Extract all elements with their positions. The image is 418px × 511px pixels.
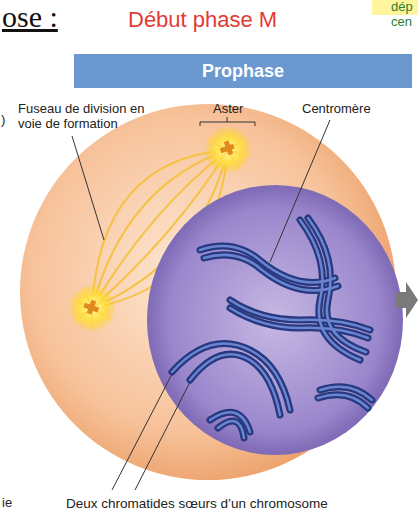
header-band: Prophase bbox=[74, 54, 412, 88]
chromosomes bbox=[172, 218, 372, 438]
part-label: Centromère bbox=[302, 101, 371, 116]
next-arrow bbox=[396, 282, 418, 318]
cut-note: dép bbox=[391, 0, 413, 14]
aster bbox=[204, 126, 252, 174]
cut-text: ie bbox=[2, 495, 12, 510]
nucleus bbox=[147, 185, 403, 455]
section-title: ose : bbox=[2, 0, 58, 34]
highlight bbox=[372, 0, 418, 15]
part-label: Fuseau de division en voie de formation bbox=[18, 101, 168, 131]
header-title: Prophase bbox=[202, 61, 284, 82]
cut-note: cen bbox=[391, 14, 412, 29]
part-label: Deux chromatides sœurs d’un chromosome bbox=[66, 496, 328, 511]
leader-lines bbox=[72, 117, 330, 490]
cut-text: ) bbox=[1, 112, 5, 127]
part-label: Aster bbox=[213, 101, 243, 116]
phase-note: Début phase M bbox=[128, 7, 277, 33]
aster bbox=[68, 284, 116, 332]
